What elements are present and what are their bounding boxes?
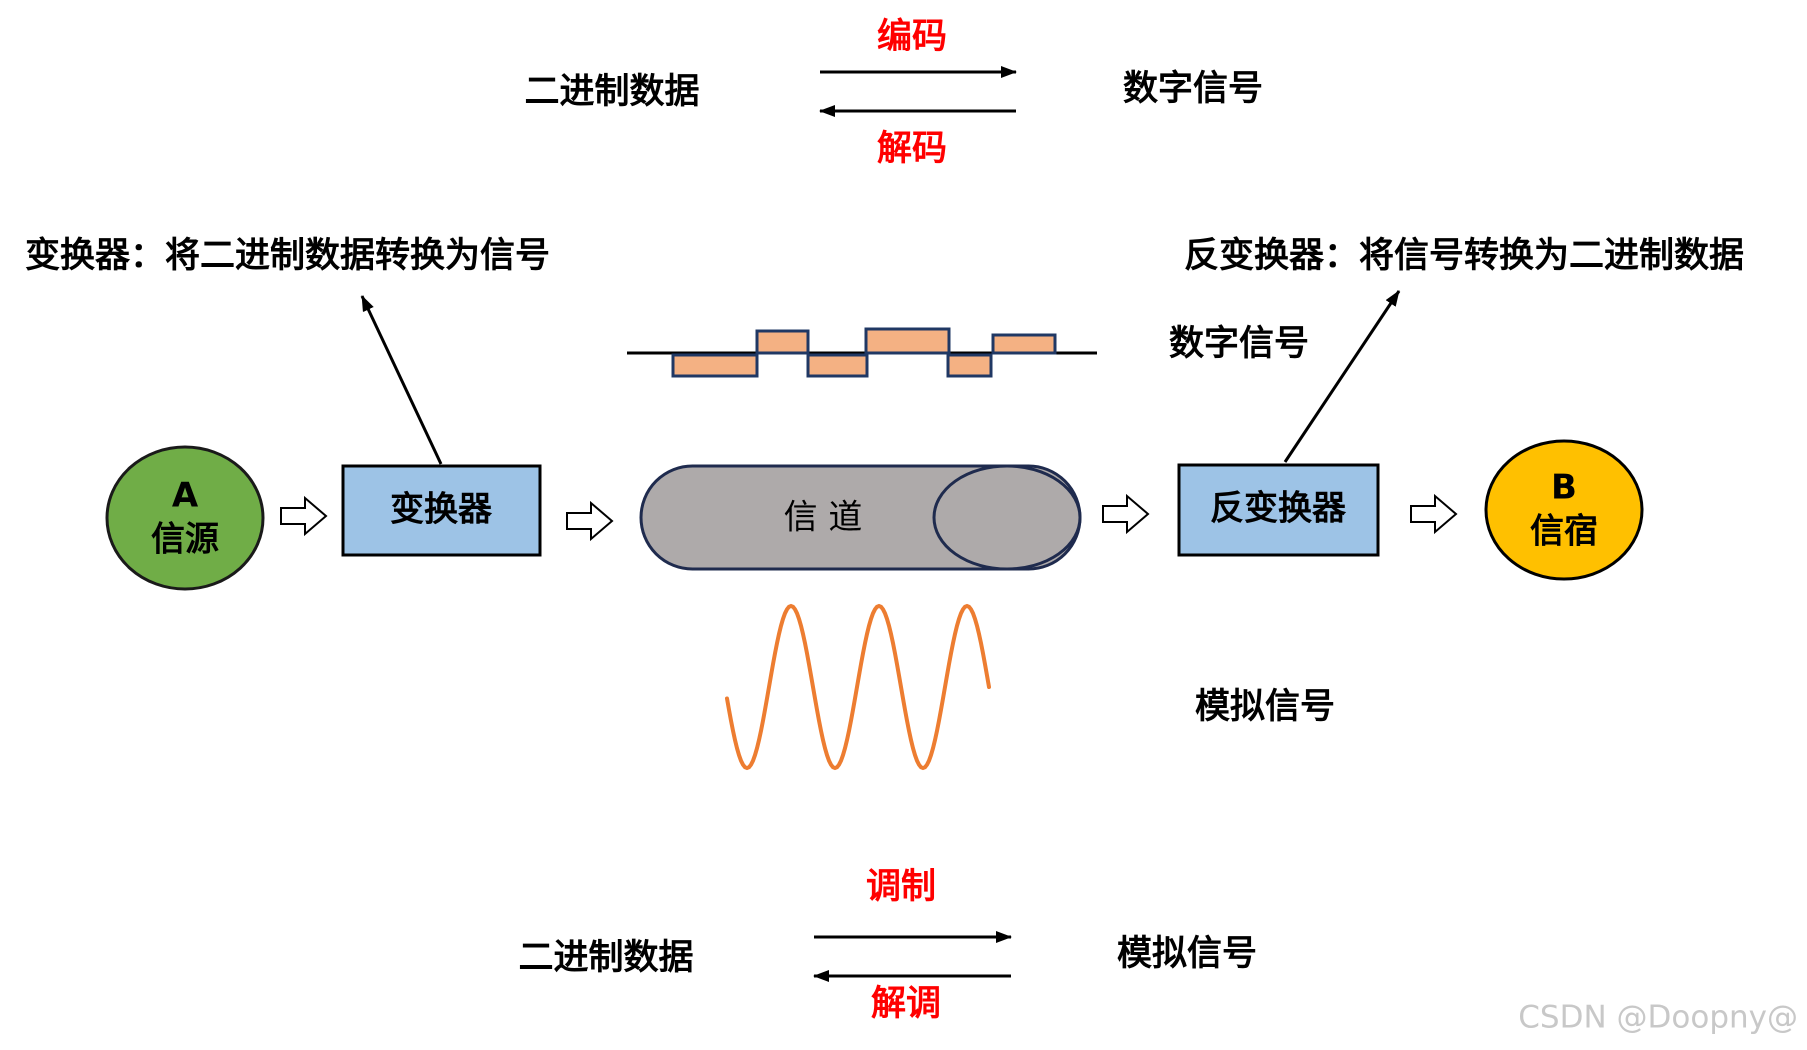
sink-circle (1484, 439, 1644, 581)
digital-signal-label: 数字信号 (1169, 324, 1309, 364)
inverse-converter-box (1177, 463, 1380, 557)
signal-source: A 信源 (105, 445, 265, 591)
demodulate-label: 解调 (871, 984, 941, 1024)
sink-letter: B (1551, 468, 1577, 508)
converter-caption: 变换器：将二进制数据转换为信号 (25, 236, 550, 276)
channel-label: 信 道 (784, 498, 863, 538)
digital-signal-waveform (627, 327, 1097, 378)
digital-bit-low (946, 353, 993, 378)
encoding-target-label: 数字信号 (1123, 69, 1263, 109)
digital-bit-high (755, 329, 810, 355)
inverse-converter-label: 反变换器 (1210, 489, 1347, 529)
converter-label: 变换器 (390, 490, 493, 530)
watermark: CSDN @Doopny@ (1518, 1000, 1798, 1036)
channel: 信 道 (639, 464, 1082, 571)
inverse-converter-caption-pointer (1283, 290, 1401, 463)
encoding-source-label: 二进制数据 (524, 72, 699, 112)
modulation-source-label: 二进制数据 (518, 938, 693, 978)
converter: 变换器 (341, 464, 542, 557)
modulate-label: 调制 (866, 867, 936, 907)
digital-bit-high (864, 327, 951, 355)
digital-bit-low (806, 353, 869, 378)
modulation-target-label: 模拟信号 (1117, 934, 1257, 974)
sink-label: 信宿 (1530, 512, 1598, 552)
flow-arrow-icon (566, 500, 614, 542)
digital-bit-low (671, 353, 759, 378)
flow-arrow-icon (280, 495, 328, 537)
converter-box (341, 464, 542, 557)
signal-sink: B 信宿 (1484, 439, 1644, 581)
digital-bit-high (991, 333, 1057, 355)
analog-signal-waveform (725, 603, 991, 771)
flow-arrow-icon (1102, 493, 1150, 535)
encoding-section: 编码 二进制数据 解码 数字信号 (524, 17, 1263, 169)
source-label: 信源 (151, 520, 219, 560)
decode-label: 解码 (877, 129, 947, 169)
encode-label: 编码 (877, 17, 947, 57)
modulation-section: 调制 二进制数据 解调 模拟信号 (518, 867, 1257, 1024)
channel-cylinder-end (932, 464, 1082, 571)
analog-signal-label: 模拟信号 (1195, 687, 1335, 727)
source-circle (105, 445, 265, 591)
inverse-converter-caption: 反变换器：将信号转换为二进制数据 (1184, 236, 1744, 276)
flow-arrow-icon (1410, 493, 1458, 535)
inverse-converter: 反变换器 (1177, 463, 1380, 557)
source-letter: A (172, 476, 199, 516)
converter-caption-pointer (360, 295, 443, 465)
